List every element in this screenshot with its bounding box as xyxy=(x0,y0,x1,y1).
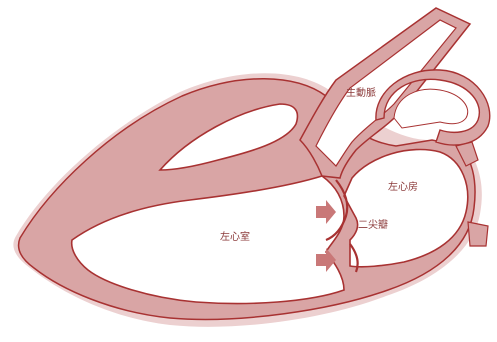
label-left-ventricle: 左心室 xyxy=(220,230,250,243)
label-left-atrium: 左心房 xyxy=(388,180,418,193)
pulmonary-vessel xyxy=(375,69,491,146)
flow-arrow-lower xyxy=(316,248,336,272)
mitral-valve-posterior-leaflet xyxy=(349,243,359,273)
label-aorta: 主動脈 xyxy=(346,86,376,99)
left-atrium-chamber xyxy=(343,148,469,268)
mitral-valve-anterior-leaflet xyxy=(325,179,349,242)
flow-arrow-upper xyxy=(316,200,336,224)
vessel-stub-upper xyxy=(455,141,479,167)
right-ventricle-slit xyxy=(158,103,299,171)
vessel-stub-lower xyxy=(467,221,489,247)
label-mitral-valve: 二尖瓣 xyxy=(358,218,388,231)
pulmonary-vessel-lumen xyxy=(393,88,469,129)
